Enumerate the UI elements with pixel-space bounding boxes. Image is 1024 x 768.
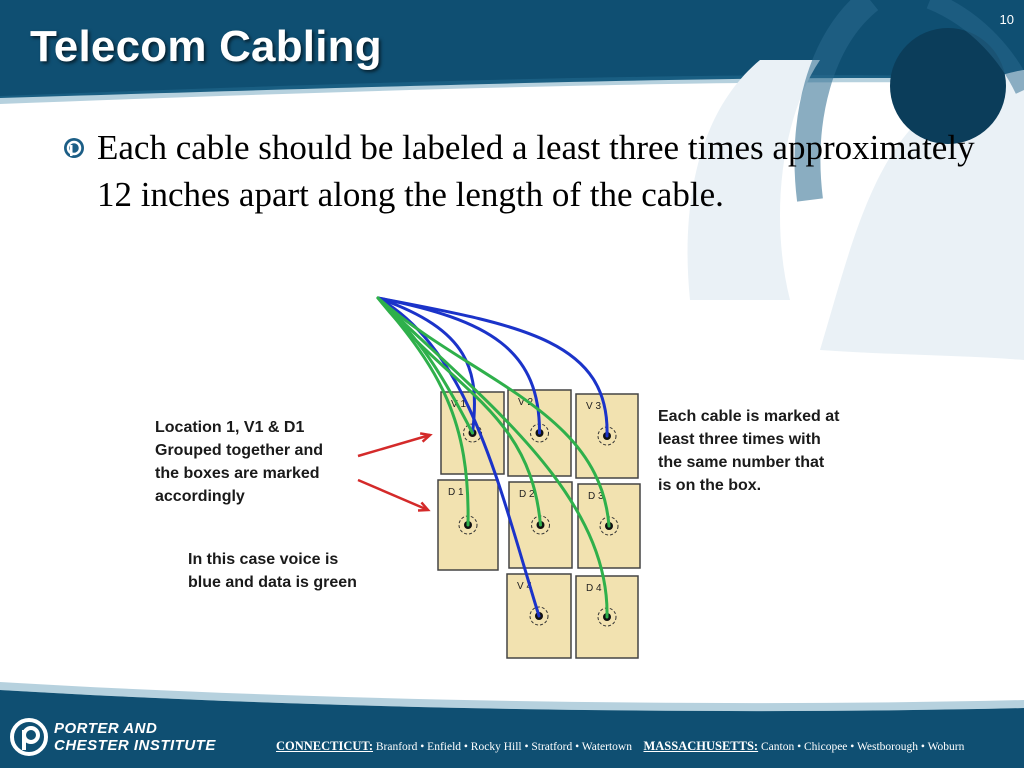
footer-brand: PORTER AND CHESTER INSTITUTE	[54, 720, 216, 754]
pointer-arrow	[357, 478, 431, 512]
footer-swoosh	[0, 682, 1024, 712]
data-cable	[376, 296, 474, 435]
right-note: Each cable is marked at least three time…	[658, 408, 840, 494]
outlet-box-label: D 2	[519, 489, 535, 500]
watermark-stroke-2	[926, 0, 1024, 94]
outlet-box-label: V 2	[518, 397, 533, 408]
watermark-arc-left	[687, 60, 820, 300]
bullet-text: Each cable should be labeled a least thr…	[97, 128, 975, 214]
bottom-note: In this case voice is blue and data is g…	[188, 551, 357, 591]
voice-cable	[376, 296, 609, 438]
outlet-box-label: D 4	[586, 583, 602, 594]
footer-brand-line2: CHESTER INSTITUTE	[54, 737, 216, 754]
data-cable	[376, 296, 611, 528]
watermark-circle	[890, 28, 1006, 144]
footer-band	[0, 690, 1024, 768]
footer-locations: CONNECTICUT: Branford • Enfield • Rocky …	[276, 739, 964, 754]
left-note: Location 1, V1 & D1 Grouped together and…	[155, 419, 323, 505]
footer-ma-towns: Canton • Chicopee • Westborough • Woburn	[760, 741, 965, 753]
watermark-arc-right	[820, 70, 1024, 360]
footer-ma-label: MASSACHUSETTS:	[643, 739, 759, 753]
outlet-box-label: D 3	[588, 491, 604, 502]
pointer-arrow	[357, 432, 433, 458]
footer-brand-line1: PORTER AND	[54, 720, 158, 737]
footer-ct-towns: Branford • Enfield • Rocky Hill • Stratf…	[375, 741, 632, 753]
voice-cable	[376, 296, 476, 435]
jack-ring	[529, 606, 549, 626]
watermark-stroke	[794, 0, 879, 202]
data-cable	[376, 296, 609, 619]
outlet-box-label: D 1	[448, 487, 464, 498]
bullet-logo-icon	[62, 136, 86, 160]
slide-number: 10	[999, 12, 1014, 27]
footer-ct-label: CONNECTICUT:	[276, 739, 373, 753]
outlet-box-label: V 3	[586, 401, 601, 412]
slide-title: Telecom Cabling	[30, 22, 382, 71]
outlet-box-label: V 4	[517, 581, 532, 592]
footer-logo-icon	[10, 718, 48, 756]
